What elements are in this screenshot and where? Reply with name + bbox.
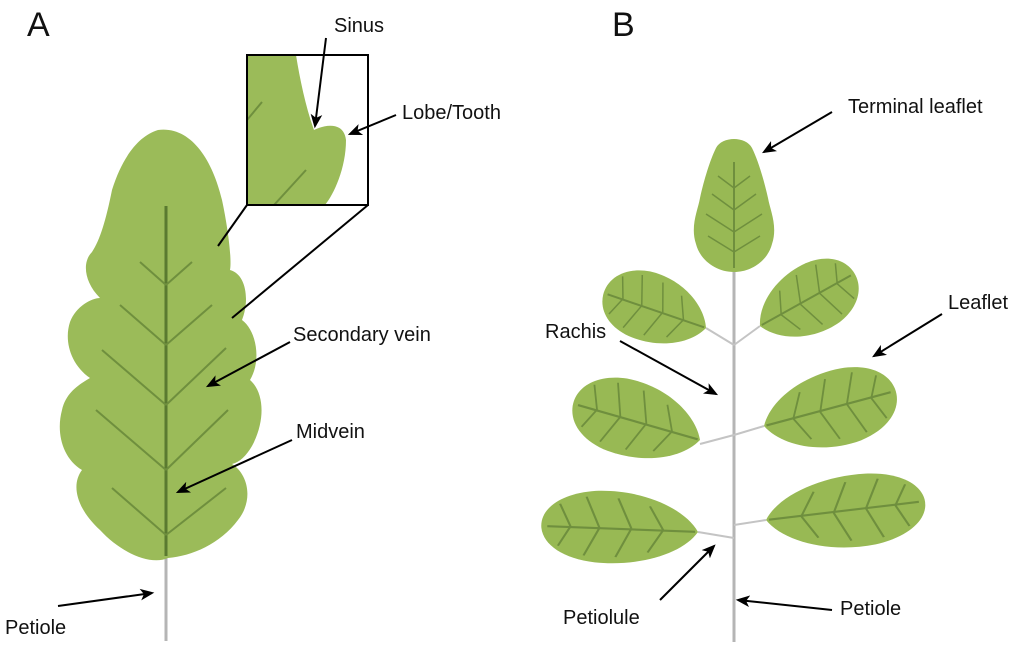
arrow-rachis — [619, 340, 719, 396]
leaflet-upper-right — [759, 258, 859, 337]
arrow-leaflet — [872, 313, 943, 358]
arrow-midvein — [175, 439, 293, 493]
arrow-terminal-leaflet — [761, 111, 833, 154]
leaflet-upper-left — [602, 270, 706, 344]
inset-frame — [246, 54, 369, 206]
inset-connector-left — [217, 204, 248, 247]
label-rachis: Rachis — [545, 321, 606, 343]
arrow-petiole-a — [57, 588, 155, 607]
leaflet-lower-right — [766, 473, 926, 548]
leaflet-lower-left — [541, 490, 698, 564]
sinus-inset — [246, 54, 369, 206]
label-midvein: Midvein — [296, 421, 365, 443]
label-secondary-vein: Secondary vein — [293, 324, 431, 346]
panel-a: A — [5, 6, 501, 641]
label-sinus: Sinus — [334, 15, 384, 37]
label-petiole-a: Petiole — [5, 617, 66, 639]
label-terminal-leaflet: Terminal leaflet — [848, 96, 983, 118]
arrow-sinus — [310, 37, 327, 129]
simple-leaf-blade — [59, 129, 262, 561]
label-petiolule: Petiolule — [563, 607, 640, 629]
arrow-petiole-b — [735, 595, 833, 611]
panel-b-letter: B — [612, 6, 635, 44]
label-leaflet: Leaflet — [948, 292, 1008, 314]
secondary-veins — [95, 261, 229, 536]
arrow-lobe-tooth — [347, 114, 397, 135]
arrow-secondary-vein — [205, 341, 291, 388]
arrow-petiolule — [659, 544, 716, 601]
petiolules — [697, 325, 767, 539]
label-petiole-b: Petiole — [840, 598, 901, 620]
panel-a-letter: A — [27, 6, 50, 44]
leaflet-middle-right — [764, 367, 897, 448]
label-lobe-tooth: Lobe/Tooth — [402, 102, 501, 124]
terminal-leaflet — [693, 139, 775, 272]
leaflet-middle-left — [572, 377, 700, 459]
inset-connector-right — [231, 204, 369, 319]
panel-b: B — [541, 6, 1008, 642]
